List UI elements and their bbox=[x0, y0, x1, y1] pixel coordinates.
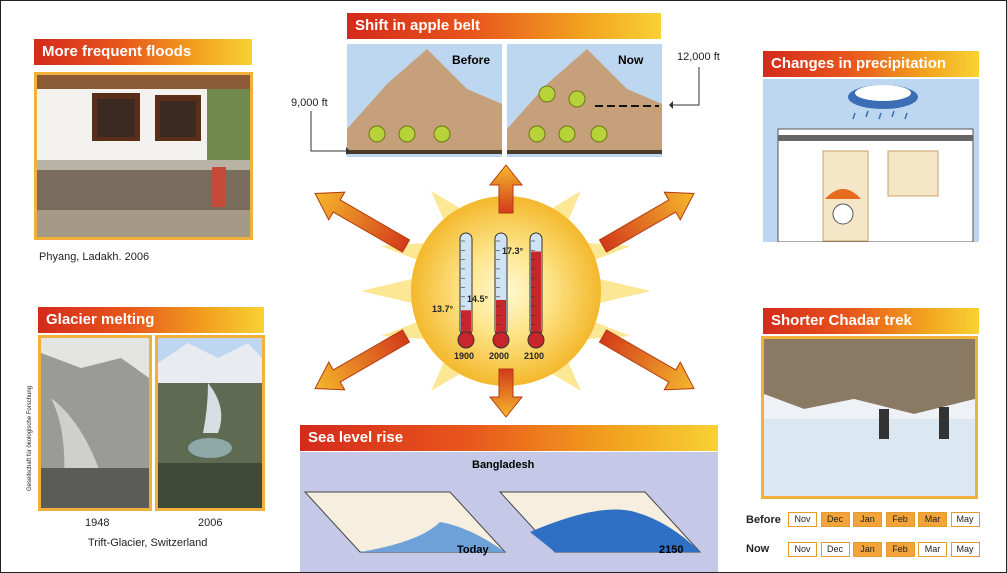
glacier-title: Glacier melting bbox=[38, 307, 264, 333]
apple-title: Shift in apple belt bbox=[347, 13, 661, 39]
thermometer-group bbox=[457, 232, 545, 349]
precip-illustration bbox=[763, 79, 979, 242]
floods-photo bbox=[34, 72, 253, 240]
arrow-9000ft-icon bbox=[310, 111, 350, 155]
floods-photo-image bbox=[37, 75, 250, 237]
arrow-down-left bbox=[314, 329, 411, 391]
glacier-year-1948: 1948 bbox=[85, 517, 110, 529]
thermometer-temp-1900: 13.7° bbox=[432, 304, 454, 315]
sea-title: Sea level rise bbox=[300, 425, 718, 451]
sea-level-diagram bbox=[300, 452, 718, 572]
thermometer-bulb bbox=[492, 331, 510, 349]
thermometer-mercury bbox=[531, 251, 541, 336]
apple-low-altitude: 9,000 ft bbox=[291, 97, 328, 109]
chadar-now-month-mar: Mar bbox=[918, 542, 947, 557]
thermometer-temp-2000: 14.5° bbox=[467, 293, 489, 304]
precip-title: Changes in precipitation bbox=[763, 51, 979, 77]
sun-diagram bbox=[314, 164, 695, 418]
sea-future-label: 2150 bbox=[659, 544, 684, 556]
thermometer-year-1900: 1900 bbox=[454, 351, 475, 361]
chadar-before-month-jan: Jan bbox=[853, 512, 882, 527]
thermometer-mercury bbox=[496, 299, 506, 336]
apple-now-label: Now bbox=[618, 53, 644, 67]
arrow-down bbox=[488, 368, 524, 418]
chadar-now-month-jan: Jan bbox=[853, 542, 882, 557]
glacier-photo-2006 bbox=[155, 335, 265, 511]
arrow-up-right bbox=[598, 191, 695, 253]
thermometer-bulb bbox=[457, 331, 475, 349]
chadar-photo bbox=[761, 336, 978, 499]
apple-high-altitude: 12,000 ft bbox=[677, 51, 720, 63]
chadar-now-label: Now bbox=[746, 543, 770, 555]
chadar-title: Shorter Chadar trek bbox=[763, 308, 979, 334]
glacier-photo-1948 bbox=[38, 335, 152, 511]
apple-belt-diagram bbox=[347, 44, 662, 157]
arrow-up bbox=[488, 164, 524, 214]
chadar-now-month-feb: Feb bbox=[885, 542, 915, 557]
chadar-before-month-feb: Feb bbox=[885, 512, 915, 527]
glacier-credit: Gesellschaft für ökologische Forschung bbox=[27, 385, 33, 491]
chadar-now-month-dec: Dec bbox=[820, 542, 850, 557]
thermometer-mercury bbox=[461, 310, 471, 336]
glacier-1948-image bbox=[41, 338, 149, 508]
chadar-before-month-dec: Dec bbox=[820, 512, 850, 527]
chadar-before-month-may: May bbox=[950, 512, 980, 527]
glacier-caption: Trift-Glacier, Switzerland bbox=[88, 537, 208, 549]
thermometer-temp-2100: 17.3° bbox=[502, 245, 524, 256]
arrow-up-left bbox=[314, 191, 411, 253]
sea-today-label: Today bbox=[457, 544, 489, 556]
apple-before-label: Before bbox=[452, 53, 491, 67]
chadar-before-label: Before bbox=[746, 514, 781, 526]
sea-region-label: Bangladesh bbox=[472, 459, 535, 471]
chadar-photo-image bbox=[764, 339, 975, 496]
thermometer-year-2100: 2100 bbox=[524, 351, 545, 361]
thermometer-year-2000: 2000 bbox=[489, 351, 510, 361]
floods-title: More frequent floods bbox=[34, 39, 252, 65]
glacier-2006-image bbox=[158, 338, 262, 508]
thermometer-bulb bbox=[527, 331, 545, 349]
chadar-now-month-nov: Nov bbox=[788, 542, 817, 557]
chadar-now-month-may: May bbox=[950, 542, 980, 557]
chadar-before-month-mar: Mar bbox=[918, 512, 947, 527]
chadar-before-month-nov: Nov bbox=[788, 512, 817, 527]
arrow-down-right bbox=[598, 329, 695, 391]
arrow-12000ft-icon bbox=[669, 67, 700, 109]
glacier-year-2006: 2006 bbox=[198, 517, 223, 529]
floods-caption: Phyang, Ladakh. 2006 bbox=[39, 251, 150, 263]
